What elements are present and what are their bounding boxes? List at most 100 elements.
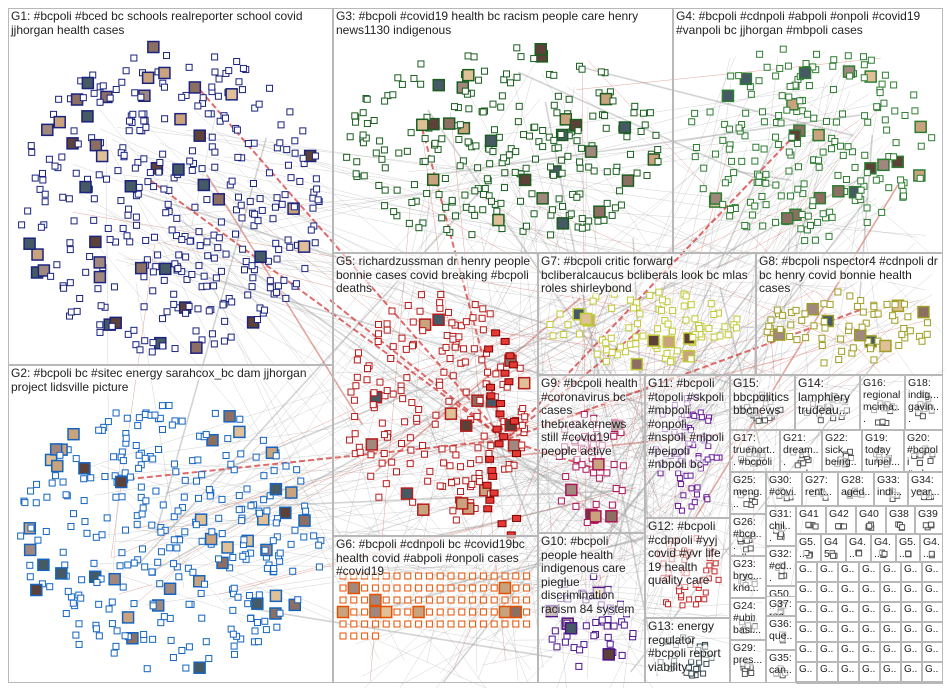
node (208, 133, 216, 141)
node (55, 567, 68, 580)
node (82, 268, 90, 276)
edge (387, 431, 495, 553)
edge (212, 167, 654, 688)
node (233, 58, 241, 66)
node (103, 175, 111, 183)
node (221, 114, 229, 122)
node (43, 493, 51, 501)
node (287, 540, 295, 548)
node (112, 642, 120, 650)
node (175, 251, 183, 259)
edge (371, 568, 681, 599)
node (160, 83, 168, 91)
group-box-small: G... (817, 642, 838, 662)
group-label-small: G... (862, 624, 876, 642)
node (188, 147, 196, 155)
group-label-small: G... (799, 644, 813, 662)
edge (149, 501, 570, 529)
node (122, 67, 130, 75)
node (110, 649, 118, 657)
node (252, 453, 260, 461)
node (214, 244, 222, 252)
group-label-text: G20: #bcpoli #cdnp... (907, 432, 939, 471)
node (237, 450, 245, 458)
node (188, 166, 196, 174)
node (214, 92, 222, 100)
edge (215, 194, 800, 452)
node (283, 146, 291, 154)
node (140, 273, 148, 281)
node (53, 261, 61, 269)
group-box-g31: G31: chil... (766, 506, 796, 546)
hub-edge (329, 299, 506, 441)
group-label-small: G... (904, 644, 918, 662)
node (235, 78, 243, 86)
node (241, 266, 249, 274)
node (260, 496, 268, 504)
node (265, 169, 273, 177)
node (114, 167, 122, 175)
node (163, 582, 177, 596)
node (70, 127, 78, 135)
node (118, 549, 126, 557)
node (158, 66, 171, 80)
group-label-text: G23: bryc... kno... (733, 558, 762, 594)
node (154, 251, 162, 259)
node (150, 183, 158, 191)
group-label-text: G22: sick being... (825, 432, 857, 471)
node (221, 317, 229, 325)
group-box-g32: G32: #cd... (766, 546, 796, 586)
node (254, 250, 267, 264)
group-box-g25: G25: meng... wan... (730, 472, 766, 514)
edge (370, 437, 749, 511)
edge (87, 209, 160, 230)
group-label-text: G4... (923, 536, 940, 560)
group-label: G12: #bcpoli #cdnpoli #yyj covid #yvr li… (648, 519, 727, 588)
group-box-g23: G23: bryc... kno... (730, 556, 766, 598)
group-box-small: G... (880, 642, 901, 662)
group-box-small: G... (859, 562, 880, 582)
group-box-small: G... (922, 682, 943, 684)
group-box-g4: G4: #bcpoli #cdnpoli #abpoli #onpoli #co… (673, 8, 943, 253)
node (210, 282, 218, 290)
node (178, 646, 186, 654)
node (60, 284, 68, 292)
node (270, 467, 278, 475)
node (159, 150, 167, 158)
group-box-g9: G9: #bcpoli health #coronavirus bc cases… (538, 375, 645, 533)
node (186, 157, 194, 165)
group-box-small: G... (901, 582, 922, 602)
group-label-small: G... (925, 664, 939, 682)
group-box-small: G... (817, 662, 838, 682)
group-label-text: G25: meng... wan... (733, 474, 763, 513)
node (296, 177, 304, 185)
group-box-small: G... (859, 582, 880, 602)
edge (345, 405, 399, 606)
node (168, 421, 176, 429)
group-box-small: G... (922, 582, 943, 602)
node (284, 236, 292, 244)
node (315, 563, 323, 571)
group-label-small: G... (925, 564, 939, 582)
node (27, 524, 35, 532)
group-box-small: G... (796, 602, 817, 622)
node (155, 445, 163, 453)
group-label-small: G... (820, 604, 834, 622)
group-box-small: G... (796, 582, 817, 602)
node (246, 198, 254, 206)
group-label-text: G42 (829, 508, 849, 520)
node (181, 528, 189, 536)
node (237, 201, 245, 209)
edge (118, 584, 152, 595)
node (31, 174, 39, 182)
edge (598, 462, 671, 491)
node (254, 217, 262, 225)
node (181, 476, 189, 484)
group-label-small: G... (799, 584, 813, 602)
node (232, 206, 240, 214)
edge (603, 389, 658, 499)
group-box-small: G... (838, 682, 859, 684)
group-box-small: G... (922, 662, 943, 682)
node (123, 232, 131, 240)
node (236, 415, 244, 423)
